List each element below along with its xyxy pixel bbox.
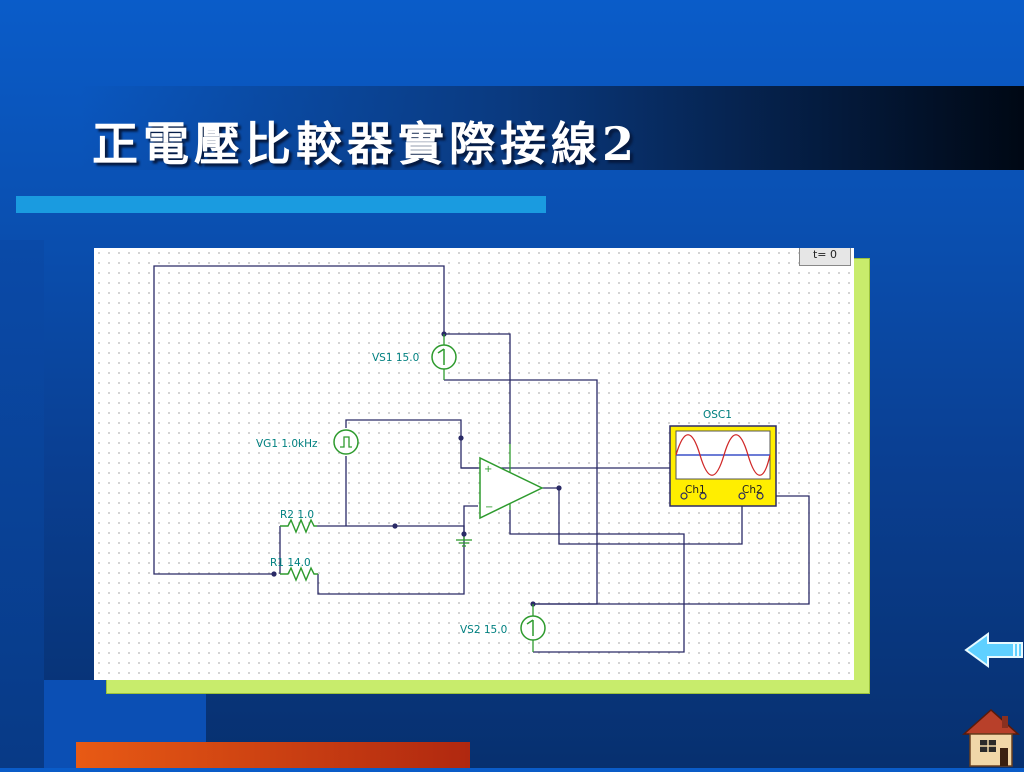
- home-button[interactable]: [960, 704, 1022, 768]
- osc-ch1-label: Ch1: [685, 484, 706, 496]
- title-band: [80, 86, 1024, 170]
- vs1-label: VS1 15.0: [372, 352, 419, 364]
- r2-resistor-icon: [280, 518, 317, 534]
- wire-output: [542, 487, 743, 545]
- time-display-button[interactable]: t= 0: [799, 248, 851, 266]
- left-arrow-icon: [964, 632, 1023, 668]
- vs2-label: VS2 15.0: [460, 624, 507, 636]
- oscilloscope-icon: [669, 425, 777, 507]
- junction-dot: [392, 523, 398, 529]
- slide-title: 正電壓比較器實際接線2: [92, 117, 640, 171]
- op-amp-icon: + −: [479, 444, 544, 520]
- vg1-generator-icon: [333, 429, 359, 455]
- vs1-source-icon: [431, 334, 457, 380]
- back-button[interactable]: [962, 630, 1024, 670]
- wire-vs1-positive: [444, 333, 511, 444]
- wire-vg1-top: [345, 419, 478, 469]
- schematic-canvas: VS1 15.0 VG1 1.0kHz R2 1.0 R1 14.0 + −: [94, 248, 854, 680]
- r1-label: R1 14.0: [270, 557, 311, 569]
- r1-resistor-icon: [280, 566, 318, 582]
- wire-vs2-top: [533, 495, 810, 605]
- wire-r1-right: [317, 505, 478, 595]
- wire-feedback-loop: [153, 265, 445, 575]
- osc-ch2-label: Ch2: [742, 484, 763, 496]
- r2-label: R2 1.0: [280, 509, 314, 521]
- vs2-source-icon: [520, 604, 546, 652]
- junction-dot: [556, 485, 562, 491]
- title-underline-bar: [16, 196, 546, 213]
- circuit-diagram: VS1 15.0 VG1 1.0kHz R2 1.0 R1 14.0 + −: [153, 265, 810, 653]
- junction-dot: [271, 571, 277, 577]
- left-decor-strip: [0, 240, 44, 768]
- svg-text:+: +: [484, 464, 492, 475]
- wire-ground-line: [317, 525, 465, 534]
- house-icon: [962, 708, 1020, 767]
- osc-label: OSC1: [703, 409, 732, 421]
- footer-accent-bar: [76, 742, 470, 768]
- wire-vminus: [509, 510, 685, 653]
- vg1-label: VG1 1.0kHz: [256, 438, 318, 450]
- junction-dot: [461, 531, 467, 537]
- svg-text:−: −: [485, 502, 493, 513]
- junction-dot: [458, 435, 464, 441]
